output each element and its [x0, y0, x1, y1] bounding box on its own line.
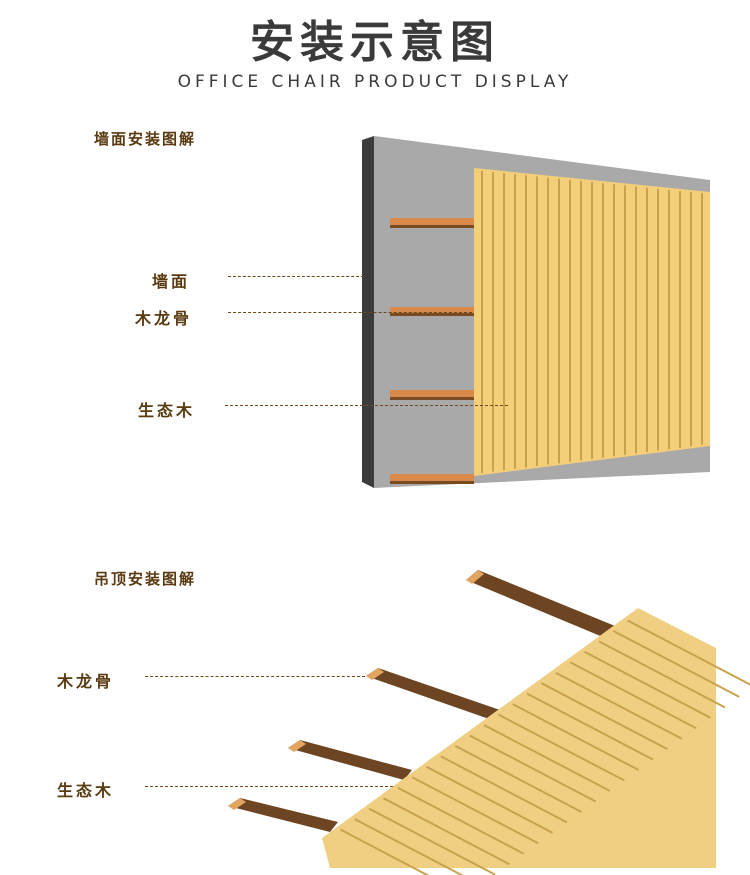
ceiling-section-title: 吊顶安装图解	[94, 570, 197, 588]
panel-groove	[540, 682, 668, 751]
panel-groove	[555, 671, 683, 740]
wall-keel	[390, 390, 474, 399]
label-wall: 墙面	[152, 272, 191, 291]
ceiling-keel	[466, 570, 620, 640]
panel-groove	[411, 776, 539, 845]
label-wall-keel: 木龙骨	[135, 309, 193, 328]
ceiling-keels	[228, 570, 620, 832]
panel-groove	[612, 630, 740, 698]
panel-groove	[598, 640, 726, 709]
wall-keel	[390, 474, 474, 483]
page-title: 安装示意图	[250, 17, 500, 68]
panel-groove	[426, 765, 554, 834]
panel-groove	[397, 786, 525, 855]
panel-groove	[354, 818, 464, 875]
page-subtitle: OFFICE CHAIR PRODUCT DISPLAY	[177, 72, 573, 92]
panel-groove	[454, 745, 582, 813]
leader-ceiling-panel	[145, 786, 393, 787]
panel-groove	[584, 650, 712, 719]
ceiling-keel	[366, 668, 500, 720]
panel-groove	[440, 755, 568, 824]
leader-wall-panel	[225, 405, 508, 406]
panel-groove	[627, 619, 750, 686]
label-ceiling-panel: 生态木	[57, 781, 115, 800]
panel-groove	[483, 724, 611, 792]
leader-ceiling-keel	[145, 676, 365, 677]
panel-groove	[569, 661, 697, 730]
ceiling-keel	[228, 798, 338, 832]
ceiling-panel-grooves	[339, 619, 750, 875]
ceiling-panel	[322, 608, 716, 868]
ceiling-keel	[288, 740, 412, 780]
panel-groove	[382, 797, 510, 866]
wall-keel	[390, 218, 474, 227]
label-wall-panel: 生态木	[138, 401, 196, 420]
label-ceiling-keel: 木龙骨	[57, 672, 115, 691]
panel-groove	[469, 734, 597, 803]
panel-groove	[526, 692, 654, 761]
leader-wall-keel	[228, 312, 472, 313]
panel-groove	[512, 703, 640, 771]
wall-section-title: 墙面安装图解	[94, 130, 197, 148]
wall-keel	[390, 307, 474, 315]
leader-wall	[228, 276, 364, 277]
wall-panel-grooves	[481, 170, 703, 473]
panel-groove	[339, 828, 430, 875]
panel-groove	[368, 807, 496, 875]
wall-keels	[390, 218, 474, 484]
panel-groove	[497, 713, 625, 782]
